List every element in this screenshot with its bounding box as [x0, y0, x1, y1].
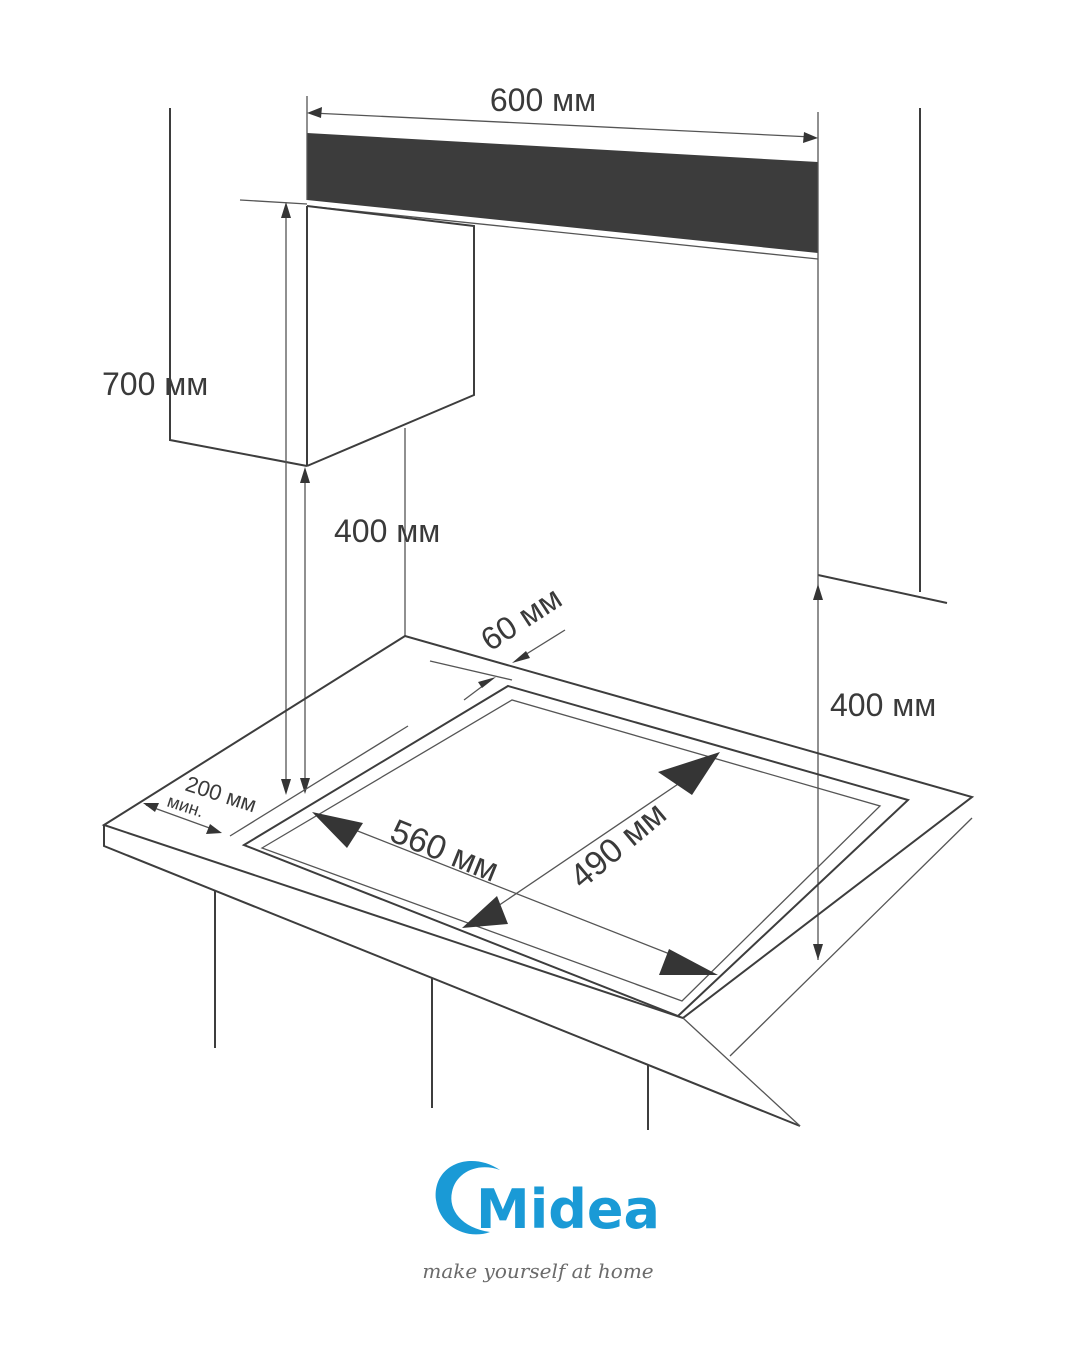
left-clearance-dimension: 400 мм [300, 428, 440, 794]
right-clearance-dimension: 400 мм [813, 258, 936, 960]
brand-name: Midea [476, 1178, 660, 1241]
hob-cutout [229, 660, 910, 1018]
cutout-width-label: 560 мм [385, 812, 504, 890]
countertop [101, 634, 975, 1130]
back-gap-label: 60 мм [474, 579, 568, 657]
back-gap-dimension: 60 мм [463, 579, 568, 701]
hood-width-dimension: 600 мм [306, 82, 819, 258]
min-height-label: 700 мм [102, 366, 208, 402]
cutout-depth-dimension: 490 мм [462, 752, 720, 928]
midea-swoosh-icon [435, 1161, 500, 1235]
left-wall-cabinet [169, 108, 475, 467]
hood-width-label: 600 мм [490, 82, 596, 118]
right-wall [817, 108, 948, 604]
right-clearance-label: 400 мм [830, 687, 936, 723]
midea-logo: Midea make yourself at home [422, 1161, 660, 1283]
hood-bottom-edge [306, 205, 819, 260]
height-700-dimension: 700 мм [102, 199, 308, 795]
front-gap-dimension: 200 мм мин. [143, 771, 260, 834]
left-clearance-label: 400 мм [334, 513, 440, 549]
range-hood [306, 133, 819, 260]
cutout-depth-label: 490 мм [563, 794, 674, 896]
brand-tagline: make yourself at home [422, 1259, 653, 1283]
hood-panel [307, 133, 818, 253]
